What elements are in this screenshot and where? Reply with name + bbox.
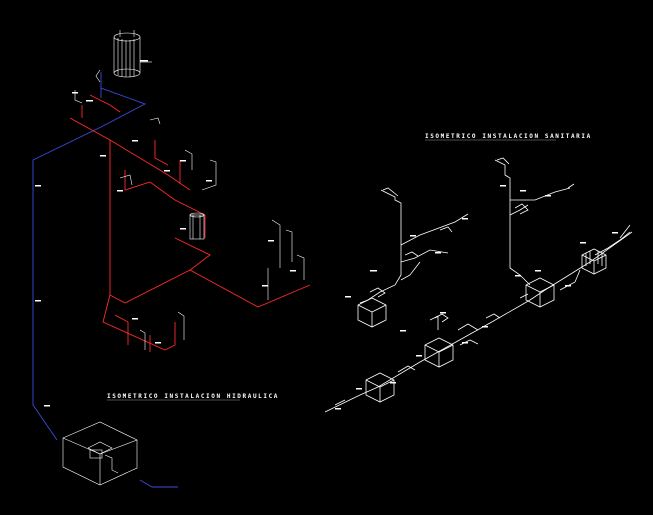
sanitary-isometric (324, 157, 633, 413)
hot-water-line (69, 94, 311, 352)
hydraulic-isometric: ISOMETRICO INSTALACION HIDRAULICA (32, 30, 311, 488)
hydraulic-title: ISOMETRICO INSTALACION HIDRAULICA (107, 393, 279, 400)
registry-box-1 (357, 297, 387, 328)
cold-water-line (32, 72, 178, 488)
sanitary-tags (335, 185, 618, 410)
vent-stack-left (359, 189, 402, 304)
registry-box-5 (581, 248, 607, 275)
registry-box-2 (424, 337, 454, 368)
hydraulic-fixtures (74, 69, 305, 350)
hydraulic-tags (35, 60, 296, 407)
registry-box-4 (525, 277, 555, 308)
cistern-box (62, 421, 138, 486)
main-drain-line (324, 231, 633, 413)
water-tank (113, 30, 152, 78)
sanitary-title: ISOMETRICO INSTALACION SANITARIA (425, 133, 592, 140)
registry-box-3 (365, 372, 395, 403)
